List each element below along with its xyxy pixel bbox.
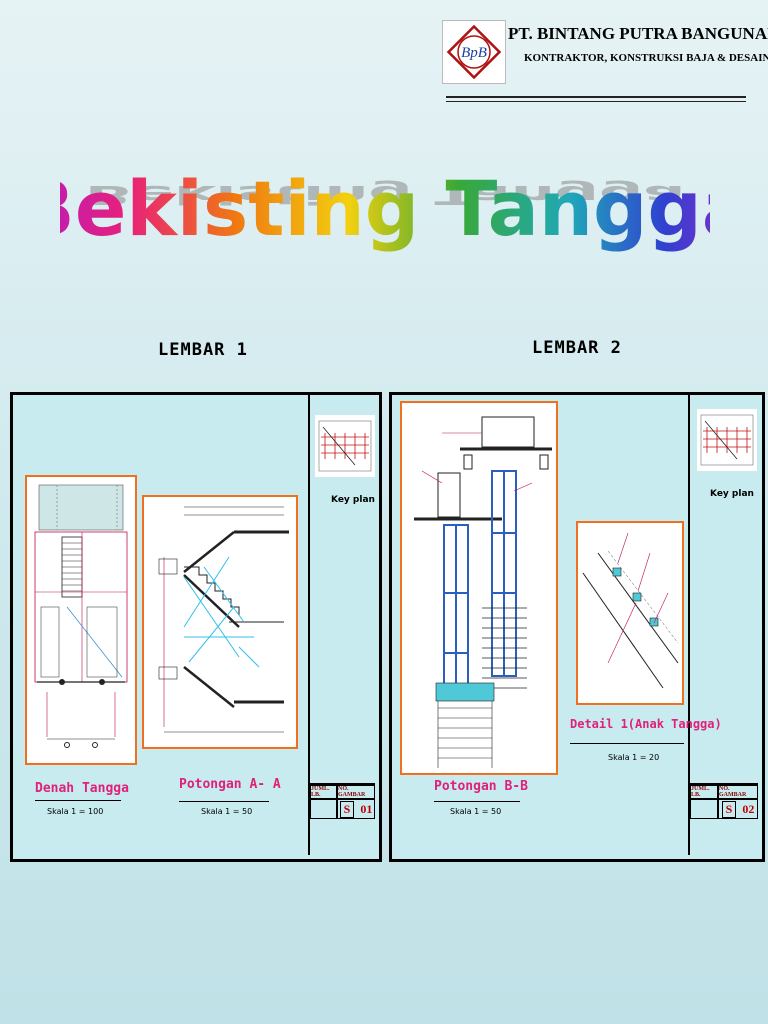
- scale-potongan-a-a: Skala 1 = 50: [201, 807, 253, 816]
- title-block-cell-number: S 02: [718, 799, 758, 819]
- title-block: JUML. LB. NO. GAMBAR S 02: [690, 783, 758, 857]
- sheet-number: 01: [360, 801, 373, 816]
- key-plan-label: Key plan: [710, 489, 754, 499]
- sheet-2: Key plan Potongan B-B Skala 1 = 50 Detai…: [389, 392, 765, 862]
- key-plan-thumbnail: [315, 415, 375, 477]
- caption-potongan-a-a: Potongan A- A: [179, 777, 281, 792]
- drawing-potongan-a-a: [142, 495, 298, 749]
- header-divider: [446, 96, 746, 98]
- title-block-header-sheets: JUML. LB.: [690, 785, 718, 799]
- sheet-code: S: [721, 800, 737, 818]
- key-plan-label: Key plan: [331, 495, 375, 505]
- title-block-cell-number: S 01: [337, 799, 375, 819]
- caption-underline: [570, 743, 684, 744]
- sheet-number: 02: [742, 801, 755, 816]
- company-subtitle: KONTRAKTOR, KONSTRUKSI BAJA & DESAIN: [524, 52, 768, 64]
- sheet-label-2: LEMBAR 2: [532, 338, 622, 358]
- scale-denah-tangga: Skala 1 = 100: [47, 807, 104, 816]
- drawing-potongan-b-b: [400, 401, 558, 775]
- title-shadow: Bekisting Tangga: [85, 179, 686, 209]
- sheet-label-1: LEMBAR 1: [158, 340, 248, 360]
- title-block-header-number: NO. GAMBAR: [337, 785, 375, 799]
- caption-potongan-b-b: Potongan B-B: [434, 779, 528, 794]
- caption-denah-tangga: Denah Tangga: [35, 781, 129, 796]
- scale-potongan-b-b: Skala 1 = 50: [450, 807, 502, 816]
- scale-detail-1: Skala 1 = 20: [608, 753, 660, 762]
- title-block: JUML. LB. NO. GAMBAR S 01: [310, 783, 375, 857]
- caption-underline: [35, 800, 121, 801]
- title-text: Bekisting Tangga: [60, 164, 710, 253]
- drawing-detail-1: [576, 521, 684, 705]
- logo-text: BpB: [461, 45, 487, 61]
- company-name: PT. BINTANG PUTRA BANGUNAN: [508, 24, 768, 43]
- title-block-column: [308, 395, 377, 855]
- title-block-column: [688, 395, 760, 855]
- title-block-cell-empty: [310, 799, 337, 819]
- title-block-cell-empty: [690, 799, 718, 819]
- caption-underline: [179, 801, 269, 802]
- title-block-header-number: NO. GAMBAR: [718, 785, 758, 799]
- caption-detail-1: Detail 1(Anak Tangga): [570, 717, 722, 731]
- drawing-denah-tangga: [25, 475, 137, 765]
- sheet-1: Key plan Denah Tangga Skala 1 = 100 Poto…: [10, 392, 382, 862]
- company-logo: BpB: [442, 20, 506, 84]
- header-divider: [446, 101, 746, 102]
- sheet-code: S: [339, 800, 355, 818]
- company-header: BpB PT. BINTANG PUTRA BANGUNAN KONTRAKTO…: [442, 20, 768, 84]
- key-plan-thumbnail: [697, 409, 757, 471]
- page-title: Bekisting Tangga Bekisting Tangga: [60, 164, 710, 253]
- title-block-header-sheets: JUML. LB.: [310, 785, 337, 799]
- caption-underline: [434, 801, 520, 802]
